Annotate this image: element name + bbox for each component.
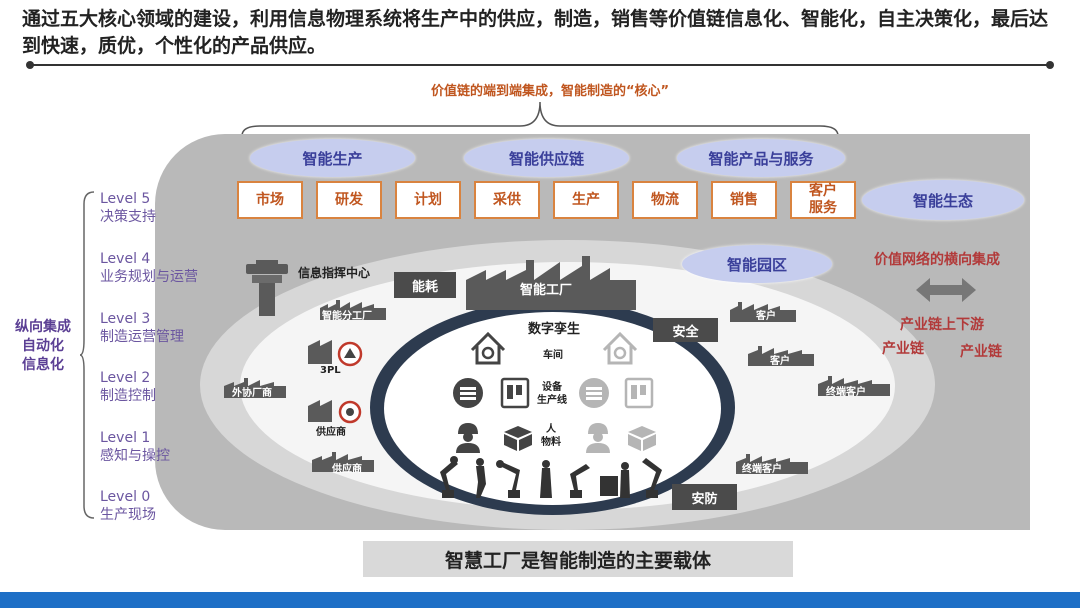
level-bracket bbox=[80, 191, 95, 519]
level-3-desc: 制造运营管理 bbox=[100, 329, 184, 345]
digital-twin-core bbox=[384, 312, 721, 505]
page-headline: 通过五大核心领域的建设，利用信息物理系统将生产中的供应，制造，销售等价值链信息化… bbox=[22, 8, 1049, 57]
box-planning[interactable]: 计划 bbox=[395, 181, 461, 219]
customer-1-icon bbox=[730, 302, 796, 322]
box-market[interactable]: 市场 bbox=[237, 181, 303, 219]
command-center-label: 信息指挥中心 bbox=[298, 266, 371, 280]
material-box-twin-icon bbox=[628, 426, 656, 451]
level-5-name: Level 5 bbox=[100, 191, 151, 207]
material-box-icon bbox=[504, 426, 532, 451]
industry-chain-label-2: 产业链 bbox=[960, 344, 1002, 360]
outsourcer-label: 外协厂商 bbox=[232, 388, 272, 399]
tpl-label: 3PL bbox=[320, 365, 341, 376]
supplier-1-icon bbox=[308, 400, 362, 424]
oval-smart-production[interactable]: 智能生产 bbox=[250, 139, 415, 177]
security-tag[interactable]: 安防 bbox=[672, 484, 737, 510]
level-4-name: Level 4 bbox=[100, 251, 151, 267]
divider-dot-right bbox=[1046, 61, 1054, 69]
headline-divider bbox=[28, 64, 1052, 66]
customer-2-icon bbox=[748, 346, 814, 366]
smart-factory-icon bbox=[466, 256, 636, 310]
oval-smart-ecosystem[interactable]: 智能生态 bbox=[862, 180, 1024, 220]
level-1-name: Level 1 bbox=[100, 430, 151, 446]
tpl-warehouse-icon bbox=[308, 340, 363, 367]
level-3: Level 3 制造运营管理 bbox=[100, 310, 184, 346]
footer-bar bbox=[0, 592, 1080, 608]
worker-icon bbox=[456, 423, 480, 453]
workshop-twin-icon bbox=[602, 331, 638, 365]
digital-twin-label: 数字孪生 bbox=[528, 322, 581, 337]
vertical-integration-label: 纵向集成 自动化 信息化 bbox=[15, 319, 71, 373]
brace-shape bbox=[241, 101, 839, 137]
level-3-name: Level 3 bbox=[100, 311, 151, 327]
outsourcer-icon bbox=[224, 378, 286, 398]
level-5: Level 5 决策支持 bbox=[100, 190, 156, 226]
production-line-icon bbox=[500, 377, 530, 409]
production-line-twin-icon bbox=[624, 377, 654, 409]
level-1-desc: 感知与操控 bbox=[100, 448, 170, 464]
level-2-name: Level 2 bbox=[100, 370, 151, 386]
customer-1-label: 客户 bbox=[756, 311, 776, 322]
supplier-1-label: 供应商 bbox=[316, 427, 346, 438]
level-2: Level 2 制造控制 bbox=[100, 369, 156, 405]
robot-arms-row-icon bbox=[440, 456, 662, 498]
divider-dot-left bbox=[26, 61, 34, 69]
level-1: Level 1 感知与操控 bbox=[100, 429, 170, 465]
workshop-icon bbox=[470, 331, 506, 365]
sub-factory-label: 智能分工厂 bbox=[322, 311, 372, 322]
oval-smart-supply-chain[interactable]: 智能供应链 bbox=[464, 139, 629, 177]
sub-factory-icon bbox=[320, 300, 386, 320]
caption-box: 智慧工厂是智能制造的主要载体 bbox=[363, 541, 793, 577]
equipment-icon bbox=[453, 378, 483, 408]
box-rnd[interactable]: 研发 bbox=[316, 181, 382, 219]
industry-chain-updown-label: 产业链上下游 bbox=[900, 317, 984, 333]
box-production[interactable]: 生产 bbox=[553, 181, 619, 219]
workshop-label: 车间 bbox=[543, 350, 563, 361]
box-logistics[interactable]: 物流 bbox=[632, 181, 698, 219]
level-4-desc: 业务规划与运营 bbox=[100, 269, 198, 285]
end-customer-1-icon bbox=[818, 376, 890, 396]
command-tower-icon bbox=[246, 260, 288, 316]
supplier-2-icon bbox=[312, 452, 374, 472]
equipment-line-label: 设备 生产线 bbox=[537, 382, 567, 406]
box-sales[interactable]: 销售 bbox=[711, 181, 777, 219]
people-material-label: 人 物料 bbox=[541, 424, 561, 448]
safety-tag[interactable]: 安全 bbox=[653, 318, 718, 342]
worker-twin-icon bbox=[586, 423, 610, 453]
oval-smart-park[interactable]: 智能园区 bbox=[682, 245, 832, 283]
brace-title: 价值链的端到端集成，智能制造的“核心” bbox=[430, 84, 670, 99]
level-0: Level 0 生产现场 bbox=[100, 488, 156, 524]
end-customer-1-label: 终端客户 bbox=[826, 387, 866, 398]
level-0-desc: 生产现场 bbox=[100, 507, 156, 523]
oval-smart-product-service[interactable]: 智能产品与服务 bbox=[677, 139, 845, 177]
box-procurement[interactable]: 采供 bbox=[474, 181, 540, 219]
level-4: Level 4 业务规划与运营 bbox=[100, 250, 198, 286]
double-arrow-icon bbox=[916, 278, 976, 302]
smart-factory-label: 智能工厂 bbox=[520, 283, 573, 298]
end-customer-2-label: 终端客户 bbox=[742, 464, 782, 475]
level-0-name: Level 0 bbox=[100, 489, 151, 505]
supplier-2-label: 供应商 bbox=[332, 464, 362, 475]
end-customer-2-icon bbox=[736, 454, 808, 474]
equipment-twin-icon bbox=[579, 378, 609, 408]
customer-2-label: 客户 bbox=[770, 356, 790, 367]
level-5-desc: 决策支持 bbox=[100, 209, 156, 225]
box-customer-service[interactable]: 客户 服务 bbox=[790, 181, 856, 219]
energy-tag[interactable]: 能耗 bbox=[394, 272, 456, 298]
industry-chain-label-1: 产业链 bbox=[882, 341, 924, 357]
level-2-desc: 制造控制 bbox=[100, 388, 156, 404]
horizontal-integration-label: 价值网络的横向集成 bbox=[874, 252, 1000, 268]
